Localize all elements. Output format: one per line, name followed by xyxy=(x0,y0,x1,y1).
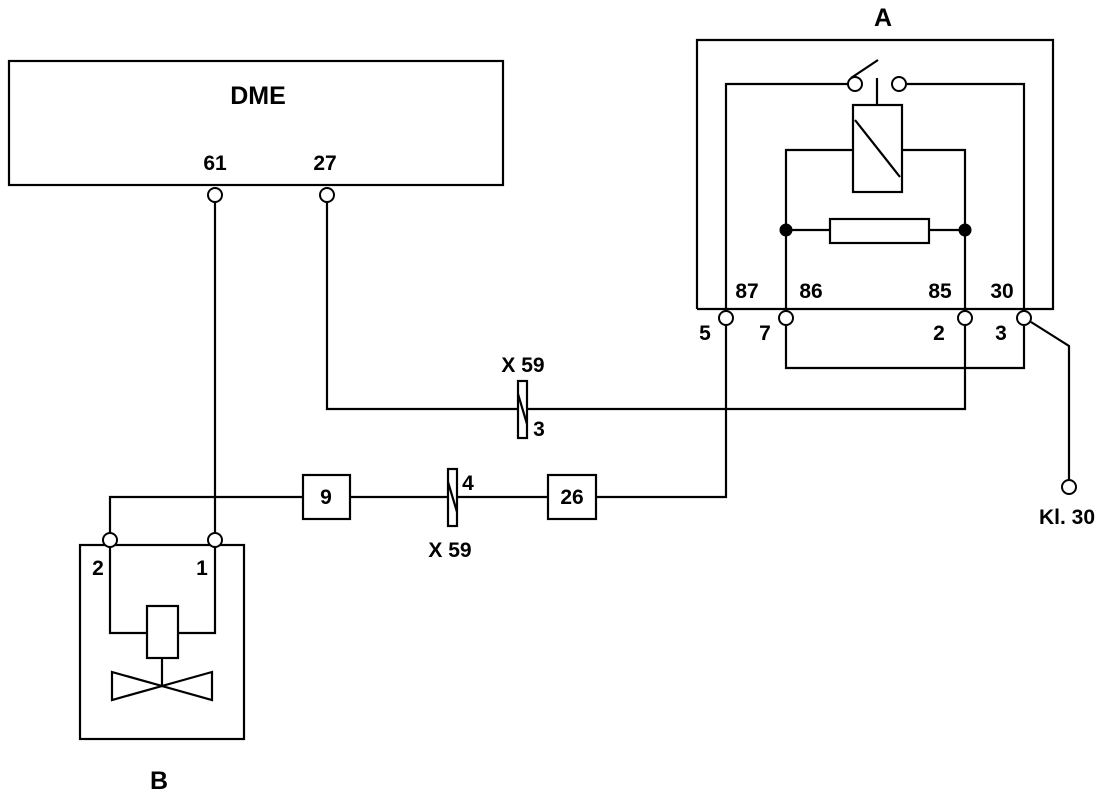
connector-x59-lower: 4 X 59 xyxy=(428,467,474,562)
wire-relay30-kl30 xyxy=(1030,321,1071,479)
connector-lower-hatch xyxy=(446,481,459,513)
relay-pin-5 xyxy=(718,310,734,326)
dme-pin-61-label: 61 xyxy=(203,152,227,175)
valve-label: B xyxy=(150,767,168,795)
splice-26: 26 xyxy=(546,473,598,521)
dme-pin-27 xyxy=(319,187,335,203)
connector-upper-name: X 59 xyxy=(501,354,544,377)
connector-upper-hatch xyxy=(516,393,529,425)
dme-box xyxy=(7,59,505,187)
relay-contact-left xyxy=(847,76,863,92)
relay-pin-2 xyxy=(957,310,973,326)
supply-label: Kl. 30 xyxy=(1039,506,1095,529)
relay-terminal-30: 30 xyxy=(990,280,1013,303)
relay-terminal-87: 87 xyxy=(735,280,758,303)
relay-switch-arm xyxy=(850,59,879,79)
valve-pin-1-label: 1 xyxy=(196,557,208,580)
valve-pin-2 xyxy=(102,532,118,548)
dme-pin-27-label: 27 xyxy=(313,152,336,175)
wire-jumper-86-30 xyxy=(784,326,1026,370)
relay-coil-diagonal xyxy=(854,119,901,178)
splice-26-label: 26 xyxy=(560,486,583,509)
wire-splice26-relay87 xyxy=(596,326,728,499)
relay-label: A xyxy=(874,4,892,32)
valve-bowtie-icon xyxy=(110,670,167,702)
valve-solenoid xyxy=(145,604,180,660)
relay-pin-3-label: 3 xyxy=(995,322,1007,345)
relay-junction-86 xyxy=(779,223,793,237)
relay-pin-7 xyxy=(778,310,794,326)
relay-terminal-86: 86 xyxy=(799,280,822,303)
dme-pin-61 xyxy=(207,187,223,203)
valve-b: 2 1 B xyxy=(78,532,246,795)
relay-contact-right xyxy=(891,76,907,92)
relay-pin-7-label: 7 xyxy=(759,322,771,345)
connector-lower-pin: 4 xyxy=(462,472,474,495)
splice-26-box xyxy=(546,473,598,521)
relay-30-line xyxy=(907,82,1026,313)
connector-lower-name: X 59 xyxy=(428,539,471,562)
valve-pin-2-label: 2 xyxy=(92,557,104,580)
valve-wire-right xyxy=(178,547,217,635)
relay-coil-wire-right xyxy=(902,148,967,313)
relay-pin-5-label: 5 xyxy=(699,322,711,345)
splice-9: 9 xyxy=(301,473,352,521)
dme-unit: DME 61 27 xyxy=(7,59,505,203)
relay-junction-85 xyxy=(958,223,972,237)
relay-housing xyxy=(695,38,1055,311)
connector-upper-pin: 3 xyxy=(533,418,545,441)
valve-pin-1 xyxy=(207,532,223,548)
connector-x59-upper: X 59 3 xyxy=(501,354,544,441)
relay-pin-2-label: 2 xyxy=(933,322,945,345)
valve-wire-left xyxy=(108,547,147,635)
relay-coil-wire-left xyxy=(784,148,853,313)
relay-resistor xyxy=(828,217,931,245)
dme-label: DME xyxy=(230,82,286,110)
splice-9-label: 9 xyxy=(320,486,332,509)
splice-9-box xyxy=(301,473,352,521)
wires xyxy=(108,202,1071,533)
wire-valve2-splice9 xyxy=(108,495,303,533)
relay-terminal-85: 85 xyxy=(928,280,952,303)
relay-87-line xyxy=(724,82,848,313)
relay-a: A 87 86 85 30 5 7 2 3 xyxy=(695,4,1055,345)
relay-pin-3 xyxy=(1016,310,1032,326)
supply-kl30: Kl. 30 xyxy=(1039,479,1095,529)
supply-terminal xyxy=(1061,479,1077,495)
valve-bowtie-icon-right xyxy=(157,670,214,702)
